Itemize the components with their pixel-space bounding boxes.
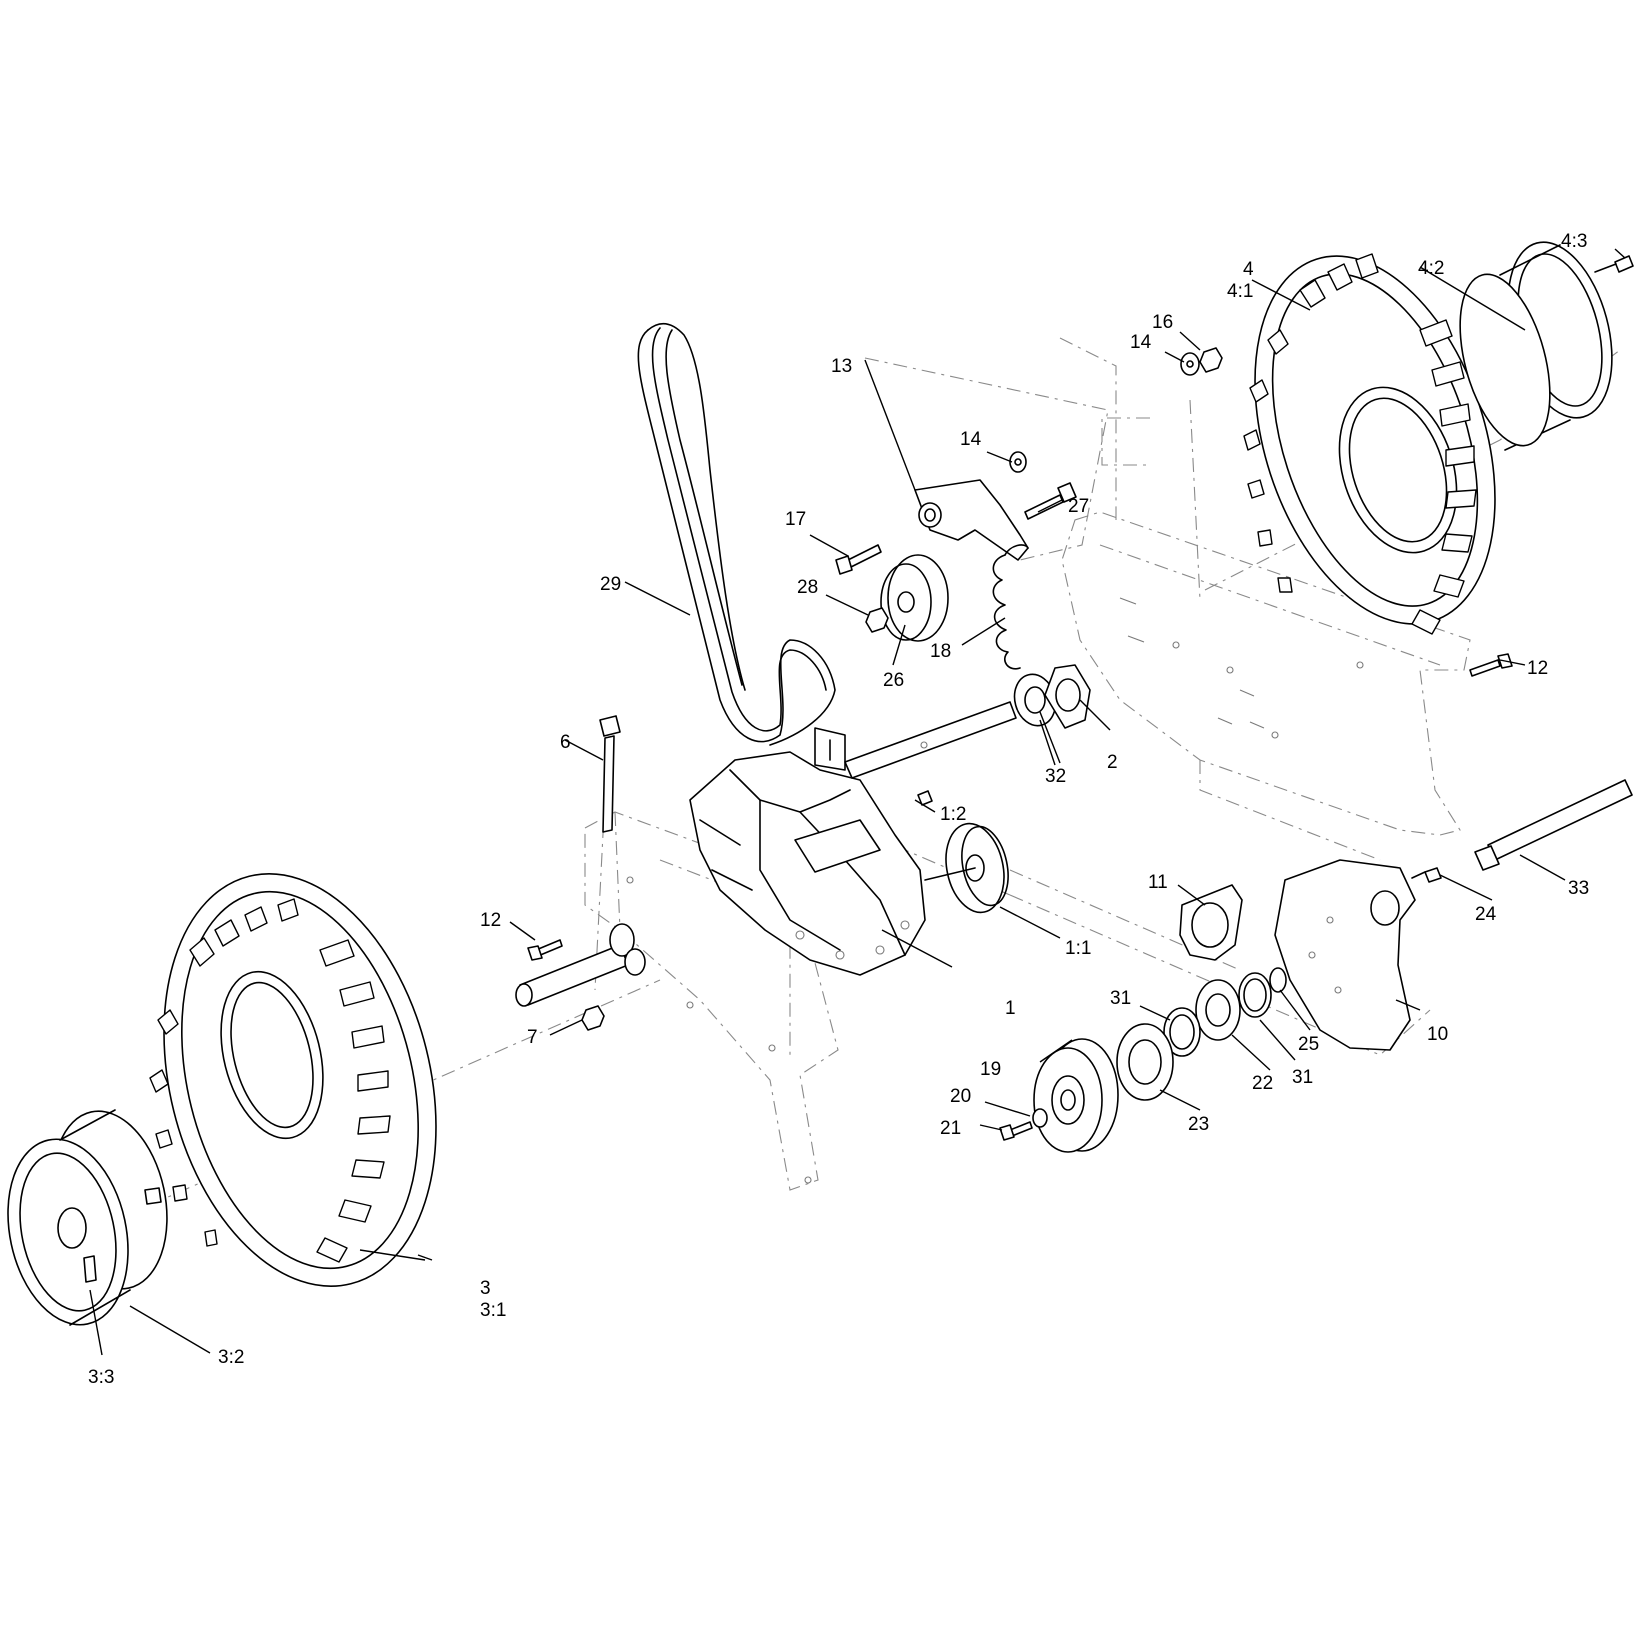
hex-bolt-vertical bbox=[599, 715, 621, 833]
callout-31-left: 31 bbox=[1110, 988, 1131, 1009]
callout-7: 7 bbox=[527, 1027, 538, 1048]
washer-upper bbox=[1180, 352, 1200, 376]
leader-lines bbox=[89, 248, 1626, 1356]
input-pulley bbox=[924, 822, 1009, 914]
callout-33: 33 bbox=[1568, 878, 1589, 899]
snap-ring-small bbox=[1269, 967, 1287, 993]
callout-23: 23 bbox=[1188, 1114, 1209, 1135]
bolt-right bbox=[1469, 653, 1513, 677]
ring-2 bbox=[1163, 1007, 1201, 1057]
callout-12-right: 12 bbox=[1527, 658, 1548, 679]
callout-4-3: 4:3 bbox=[1561, 231, 1587, 252]
gusset-plate bbox=[1179, 884, 1243, 961]
ring-1 bbox=[1238, 972, 1272, 1018]
axle-shaft bbox=[844, 701, 1017, 779]
callout-4: 4 bbox=[1243, 259, 1254, 280]
pivot-tube bbox=[515, 923, 646, 1007]
right-valve-stem bbox=[1594, 255, 1634, 273]
callout-13: 13 bbox=[831, 356, 852, 377]
callout-20: 20 bbox=[950, 1086, 971, 1107]
callout-10: 10 bbox=[1427, 1024, 1448, 1045]
callout-28: 28 bbox=[797, 577, 818, 598]
callout-3-1: 3:1 bbox=[480, 1300, 506, 1321]
shaft-lower bbox=[1474, 779, 1633, 871]
callout-3-2: 3:2 bbox=[218, 1347, 244, 1368]
callout-27: 27 bbox=[1068, 496, 1089, 517]
callout-14-upper: 14 bbox=[1130, 332, 1152, 353]
left-tire bbox=[149, 873, 437, 1287]
callout-labels: 1 1:1 1:2 2 3 3:1 3:2 3:3 4 4:1 4:2 4:3 … bbox=[88, 231, 1589, 1388]
set-screw bbox=[1411, 867, 1442, 883]
bearing-housing-lower bbox=[1116, 1023, 1174, 1101]
callout-3-3: 3:3 bbox=[88, 1367, 114, 1388]
sprocket-pulley bbox=[1033, 1038, 1119, 1153]
idler-pulley bbox=[880, 554, 949, 642]
callout-22: 22 bbox=[1252, 1073, 1273, 1094]
shoulder-bolt bbox=[1024, 482, 1077, 520]
flange-bearing-housing bbox=[1044, 664, 1091, 729]
callout-1: 1 bbox=[1005, 998, 1016, 1019]
bearing bbox=[1013, 673, 1057, 727]
callout-21: 21 bbox=[940, 1118, 961, 1139]
left-wheel-rim bbox=[7, 1109, 168, 1326]
drive-belt bbox=[637, 322, 836, 746]
phantom-idler-frame bbox=[864, 357, 1109, 561]
right-tire bbox=[1243, 253, 1496, 635]
callout-16: 16 bbox=[1152, 312, 1173, 333]
callout-17: 17 bbox=[785, 509, 806, 530]
callout-1-1: 1:1 bbox=[1065, 938, 1091, 959]
callout-3: 3 bbox=[480, 1278, 491, 1299]
idler-nut bbox=[865, 607, 889, 633]
flange-nut-upper bbox=[1199, 347, 1223, 373]
callout-2: 2 bbox=[1107, 752, 1118, 773]
callout-25: 25 bbox=[1298, 1034, 1319, 1055]
callout-4-2: 4:2 bbox=[1418, 258, 1444, 279]
callout-32: 32 bbox=[1045, 766, 1066, 787]
callout-12-left: 12 bbox=[480, 910, 501, 931]
idler-bracket bbox=[914, 479, 1029, 561]
washer-idler bbox=[1009, 451, 1027, 473]
callout-14-idler: 14 bbox=[960, 429, 982, 450]
left-valve-stem bbox=[83, 1255, 97, 1283]
callout-11: 11 bbox=[1148, 872, 1168, 893]
callout-19: 19 bbox=[980, 1059, 1001, 1080]
callout-1-2: 1:2 bbox=[940, 804, 966, 825]
callout-29: 29 bbox=[600, 574, 621, 595]
callout-31-right: 31 bbox=[1292, 1067, 1313, 1088]
vent-plug bbox=[917, 790, 933, 806]
washer-lower bbox=[1032, 1108, 1048, 1128]
bolt-left bbox=[527, 939, 563, 961]
side-plate bbox=[1274, 859, 1416, 1051]
callout-26: 26 bbox=[883, 670, 904, 691]
idler-bolt bbox=[835, 544, 882, 575]
extension-spring bbox=[992, 544, 1029, 670]
hex-nut-lower bbox=[581, 1005, 605, 1031]
bearing-lower bbox=[1195, 979, 1241, 1041]
phantom-frame-right bbox=[1059, 337, 1471, 861]
callout-18: 18 bbox=[930, 641, 951, 662]
right-wheel-rim bbox=[1459, 241, 1613, 451]
transmission bbox=[689, 727, 926, 976]
callout-6: 6 bbox=[560, 732, 571, 753]
callout-4-1: 4:1 bbox=[1227, 281, 1253, 302]
callout-24: 24 bbox=[1475, 904, 1497, 925]
bolt-lower bbox=[999, 1121, 1033, 1141]
